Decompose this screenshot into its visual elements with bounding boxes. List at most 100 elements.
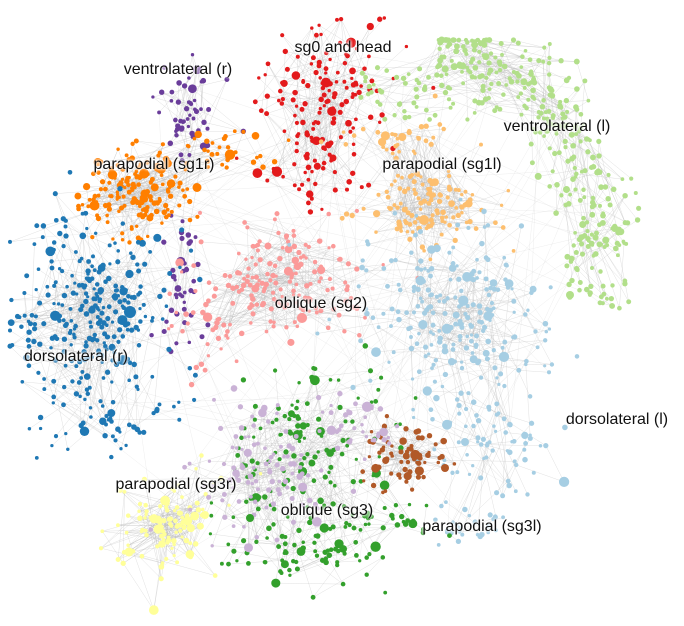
node-vl_r [149, 332, 154, 338]
node-pp_sg1l [432, 93, 438, 99]
edge [588, 240, 602, 297]
node-dl_l [415, 275, 425, 286]
node-obl_sg2 [295, 301, 299, 305]
edge [42, 204, 466, 238]
node-obl_sg2 [350, 304, 356, 310]
node-dl_l [441, 299, 447, 304]
edge [465, 292, 532, 315]
edge [471, 278, 487, 342]
node-obl_sg3 [379, 480, 390, 490]
edge [287, 54, 347, 70]
edge [224, 517, 244, 527]
edge [84, 276, 468, 353]
edge [297, 56, 337, 83]
node-pp_sg1l [393, 179, 397, 183]
node-obl_sg2 [193, 364, 200, 371]
node-pp_sg3r [158, 576, 164, 582]
edge [311, 370, 371, 378]
node-dl_r [45, 292, 51, 298]
node-dl_r [104, 413, 109, 419]
edge [377, 101, 414, 104]
node-dl_r [166, 346, 172, 353]
edge [244, 222, 289, 242]
node-dl_l [495, 376, 499, 380]
node-sg0 [279, 101, 285, 106]
node-pp_sg1l [405, 210, 411, 216]
node-pp_sg1l [470, 193, 475, 197]
node-dl_r [79, 426, 90, 437]
node-obl_sg2 [312, 269, 318, 275]
node-sg0 [304, 155, 310, 161]
edge [415, 440, 444, 456]
edge [511, 288, 536, 332]
node-sg0 [350, 95, 355, 99]
edge [412, 361, 452, 380]
edge [79, 382, 82, 426]
node-obl_sg2 [318, 308, 324, 314]
node-pp_sg3r [161, 537, 166, 542]
node-dl_l [483, 255, 489, 261]
edge [92, 316, 98, 341]
node-pp_sg1r [120, 231, 125, 236]
node-obl_sg2 [246, 266, 251, 271]
edge [490, 53, 608, 299]
node-pp_sg3r [150, 515, 155, 521]
node-pp_sg1r [94, 200, 99, 204]
node-dl_l [381, 266, 387, 271]
edge [171, 215, 192, 291]
edge [353, 26, 371, 85]
edge [176, 309, 185, 344]
node-pp_sg1l [398, 132, 407, 142]
node-vl_r [199, 107, 203, 111]
node-obl_sg2 [272, 320, 276, 325]
edge [595, 237, 620, 309]
node-dl_l [442, 343, 448, 349]
node-pp_sg1l [419, 175, 423, 179]
node-dl_l [397, 287, 403, 293]
edge [479, 321, 520, 371]
node-dl_r [108, 343, 116, 351]
edge [414, 287, 485, 328]
edge [137, 264, 153, 318]
edge [271, 308, 479, 438]
node-dl_l [529, 290, 534, 296]
node-obl_sg2 [272, 217, 277, 222]
node-dl_r [138, 284, 143, 289]
node-obl_sg2 [234, 284, 240, 290]
node-dl_l [419, 267, 424, 272]
node-pp_sg3r [170, 546, 174, 551]
node-pp_sg3r [165, 539, 170, 545]
node-pp_sg1r [139, 200, 145, 206]
node-pp_sg1l [467, 218, 473, 225]
edge [533, 90, 581, 115]
edge [294, 273, 297, 323]
edge [176, 290, 192, 344]
edge [321, 435, 354, 482]
node-dl_l [458, 338, 462, 342]
edge [366, 268, 455, 271]
edge [264, 517, 312, 563]
edge [276, 465, 279, 490]
node-dl_l [475, 417, 482, 424]
node-dl_l [458, 295, 469, 306]
node-vl_r [161, 328, 167, 335]
edge [388, 207, 416, 223]
edge [476, 415, 516, 492]
node-dl_r [110, 380, 114, 384]
node-dl_r [74, 364, 79, 369]
edge [296, 72, 317, 152]
edge [499, 62, 532, 145]
node-pp_sg1l [444, 215, 448, 219]
node-obl_sg2 [214, 320, 220, 326]
node-pp_sg1r [139, 194, 145, 201]
edge [51, 267, 64, 321]
edge [264, 407, 267, 464]
node-dl_l [470, 356, 475, 361]
edge [491, 74, 550, 85]
node-pp_sg1r [166, 179, 176, 188]
node-pp_sg3r [172, 542, 176, 547]
node-sg0 [320, 85, 326, 91]
edge [408, 188, 431, 260]
node-sg0 [321, 92, 327, 98]
edge [101, 355, 140, 433]
